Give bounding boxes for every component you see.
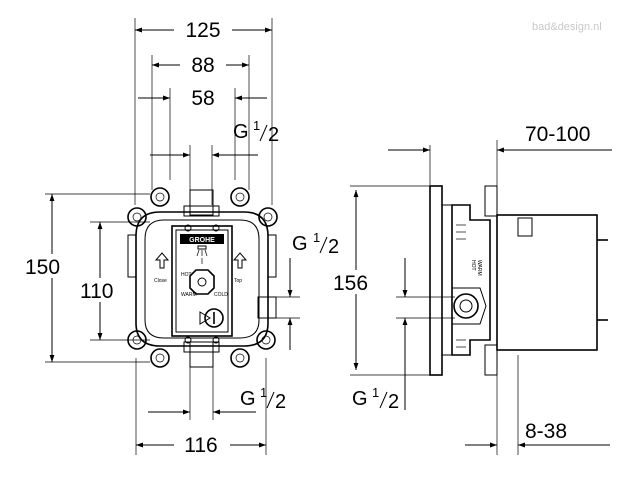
dim-height-total: 150 bbox=[25, 256, 60, 279]
dim-8-38: 8-38 bbox=[465, 355, 610, 455]
thread-bottom-prefix: G bbox=[240, 388, 256, 410]
dim-70-100: 70-100 bbox=[388, 123, 612, 215]
side-label-warm: WARM bbox=[476, 260, 482, 276]
dim-116: 116 bbox=[136, 432, 266, 457]
thread-bottom-num: 1 bbox=[260, 385, 267, 400]
thread-top-prefix: G bbox=[233, 121, 249, 143]
dim-110: 110 bbox=[76, 222, 134, 340]
front-view: 125 88 58 G 1 2 150 bbox=[20, 17, 339, 457]
thread-side-prefix: G bbox=[352, 388, 368, 410]
thread-right-prefix: G bbox=[292, 233, 308, 255]
dim-width-bottom: 116 bbox=[184, 434, 217, 457]
dim-88: 88 bbox=[152, 52, 249, 77]
brand-logo: GROHE bbox=[189, 237, 215, 244]
label-top: Top bbox=[234, 278, 242, 284]
dim-156: 156 bbox=[330, 185, 430, 376]
dim-58: 58 bbox=[138, 87, 267, 110]
front-extension-lines bbox=[45, 18, 273, 455]
dim-width-center: 58 bbox=[191, 87, 214, 110]
thread-top: G 1 2 bbox=[150, 118, 279, 205]
thread-right-num: 1 bbox=[313, 230, 320, 245]
dim-height-side: 156 bbox=[333, 272, 368, 295]
watermark: bad&design.nl bbox=[532, 21, 602, 33]
valve-body: Close Top GROHE HOT WARM COLD bbox=[127, 187, 278, 368]
thread-bottom-den: 2 bbox=[275, 391, 286, 413]
thread-side: G 1 2 bbox=[352, 258, 455, 413]
side-body: WARM HOT bbox=[429, 185, 608, 376]
thread-side-num: 1 bbox=[372, 385, 379, 400]
dim-125: 125 bbox=[135, 17, 272, 42]
dim-height-inner: 110 bbox=[80, 280, 113, 303]
dim-adjust-range: 8-38 bbox=[525, 420, 567, 443]
thread-bottom: G 1 2 bbox=[148, 365, 286, 420]
dim-width-inner: 88 bbox=[191, 54, 214, 77]
label-warm: WARM bbox=[181, 292, 197, 298]
label-cold: COLD bbox=[214, 292, 228, 298]
thread-right: G 1 2 bbox=[258, 230, 339, 350]
dim-depth-range: 70-100 bbox=[525, 123, 590, 146]
thread-top-num: 1 bbox=[253, 118, 260, 133]
dim-150: 150 bbox=[20, 194, 80, 362]
label-close: Close bbox=[154, 278, 167, 284]
dim-width-total: 125 bbox=[185, 19, 220, 42]
side-view: 70-100 156 G 1 2 8-38 bbox=[330, 123, 612, 455]
thread-side-den: 2 bbox=[388, 391, 399, 413]
thread-right-den: 2 bbox=[328, 236, 339, 258]
side-label-hot: HOT bbox=[470, 260, 476, 271]
label-hot: HOT bbox=[181, 272, 192, 278]
thread-top-den: 2 bbox=[268, 124, 279, 146]
